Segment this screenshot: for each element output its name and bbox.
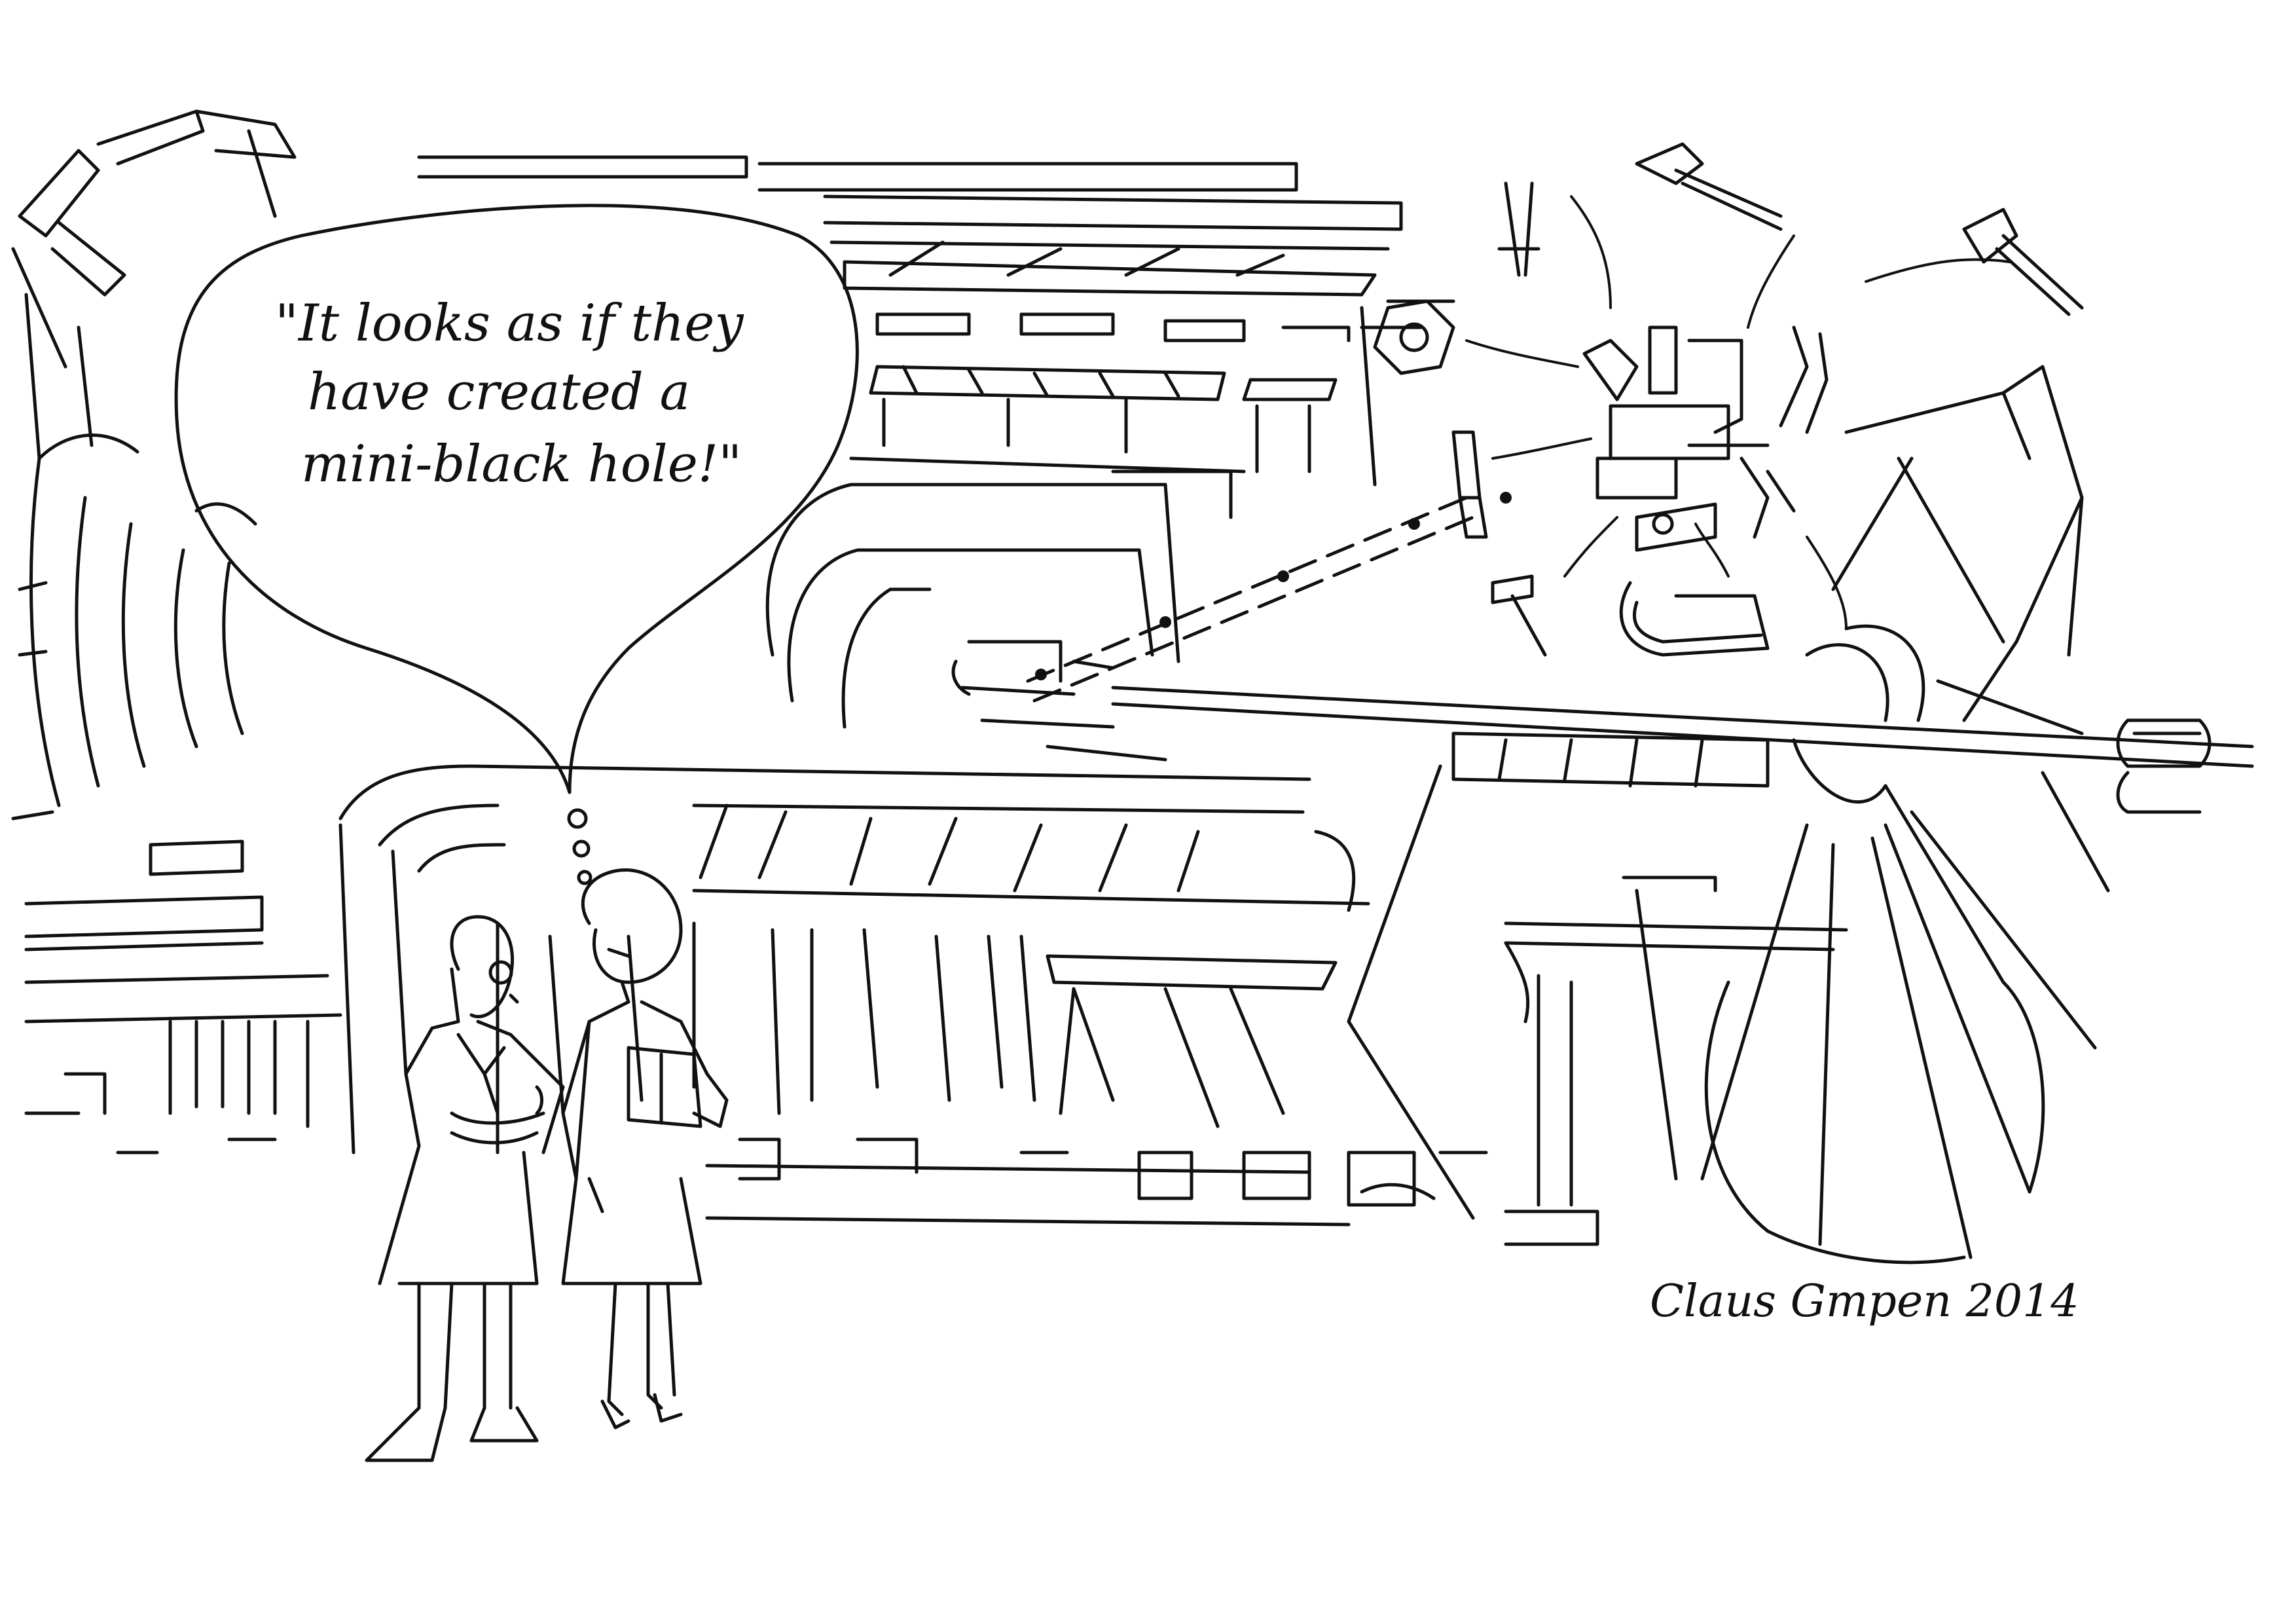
woman-scientist-figure (561, 868, 729, 1430)
particle-trajectory (1026, 492, 1512, 703)
right-lower-platform (1347, 731, 1848, 1246)
speech-bubble: "It looks as if they have created a mini… (174, 204, 859, 885)
man-scientist-figure (365, 915, 565, 1462)
central-cylinder (765, 483, 1180, 762)
top-center-structure (417, 155, 1455, 519)
flying-tools (1373, 142, 2084, 657)
left-top-frame (11, 109, 297, 460)
beam-line (1111, 686, 2254, 814)
left-lower-platform (24, 840, 342, 1154)
speech-line-3: mini-black hole!" (301, 435, 742, 494)
right-wheel (1700, 365, 2110, 1264)
artist-signature: Claus Gmpen 2014 (1650, 1276, 2079, 1327)
speech-line-1: "It looks as if they (275, 294, 744, 353)
speech-line-2: have created a (308, 363, 690, 422)
left-detector-rings (11, 434, 257, 821)
